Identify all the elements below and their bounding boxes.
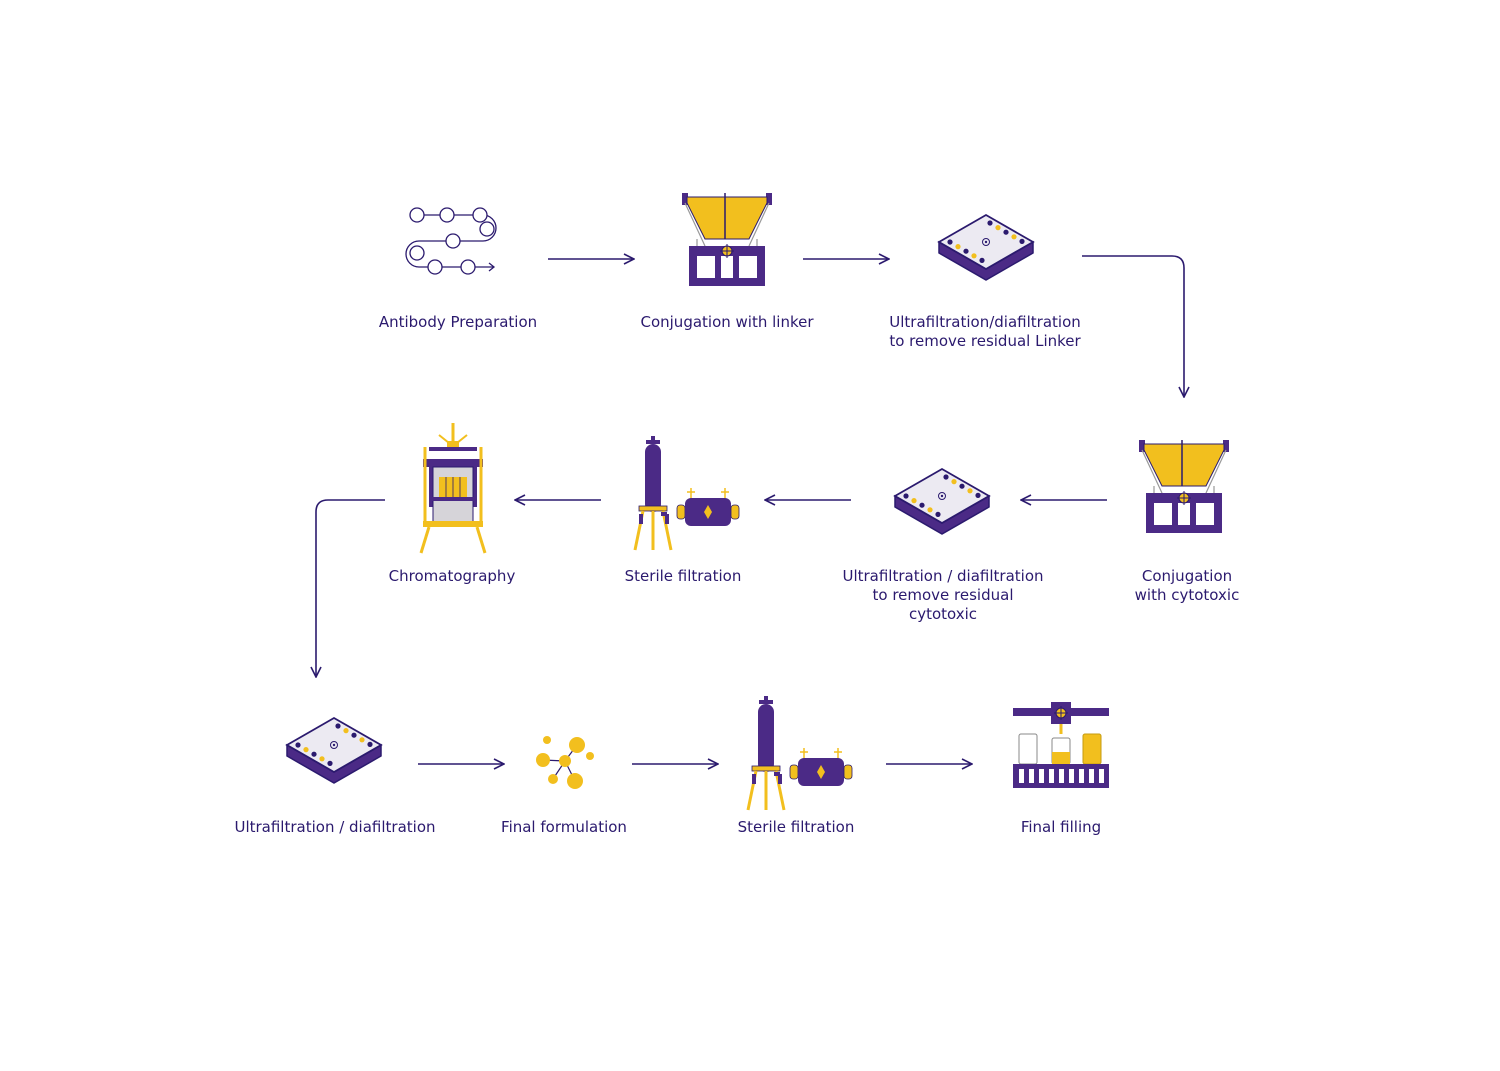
step-label-sterile-filtration-2: Sterile filtration [737, 818, 855, 836]
step-label-antibody-preparation: Antibody Preparation [378, 313, 538, 331]
step-label-conjugation-cytotoxic: Conjugation with cytotoxic [1134, 567, 1240, 604]
chromatography-column-icon [419, 421, 487, 555]
filtration-cassette-icon [894, 468, 990, 535]
conjugation-reactor-icon [1138, 439, 1230, 534]
step-label-chromatography: Chromatography [388, 567, 516, 585]
step-label-sterile-filtration-1: Sterile filtration [624, 567, 742, 585]
step-label-final-filling: Final filling [1020, 818, 1102, 836]
step-label-ufdf-linker: Ultrafiltration/diafiltration to remove … [889, 313, 1081, 350]
arrow-s7-s8 [316, 499, 385, 677]
sterile-filter-icon [633, 434, 741, 552]
connectors [316, 256, 1184, 764]
filling-machine-icon [1011, 700, 1111, 790]
molecule-icon [535, 735, 595, 790]
step-label-ufdf-cytotoxic: Ultrafiltration / diafiltration to remov… [842, 567, 1044, 623]
filtration-cassette-icon [938, 214, 1034, 281]
filtration-cassette-icon [286, 717, 382, 784]
sterile-filter-icon [746, 694, 854, 812]
arrow-s3-s4 [1082, 255, 1184, 397]
antibody-path-icon [405, 207, 497, 275]
conjugation-reactor-icon [681, 192, 773, 287]
step-label-ufdf-final: Ultrafiltration / diafiltration [234, 818, 436, 836]
step-label-conjugation-linker: Conjugation with linker [640, 313, 814, 331]
step-label-final-formulation: Final formulation [501, 818, 627, 836]
